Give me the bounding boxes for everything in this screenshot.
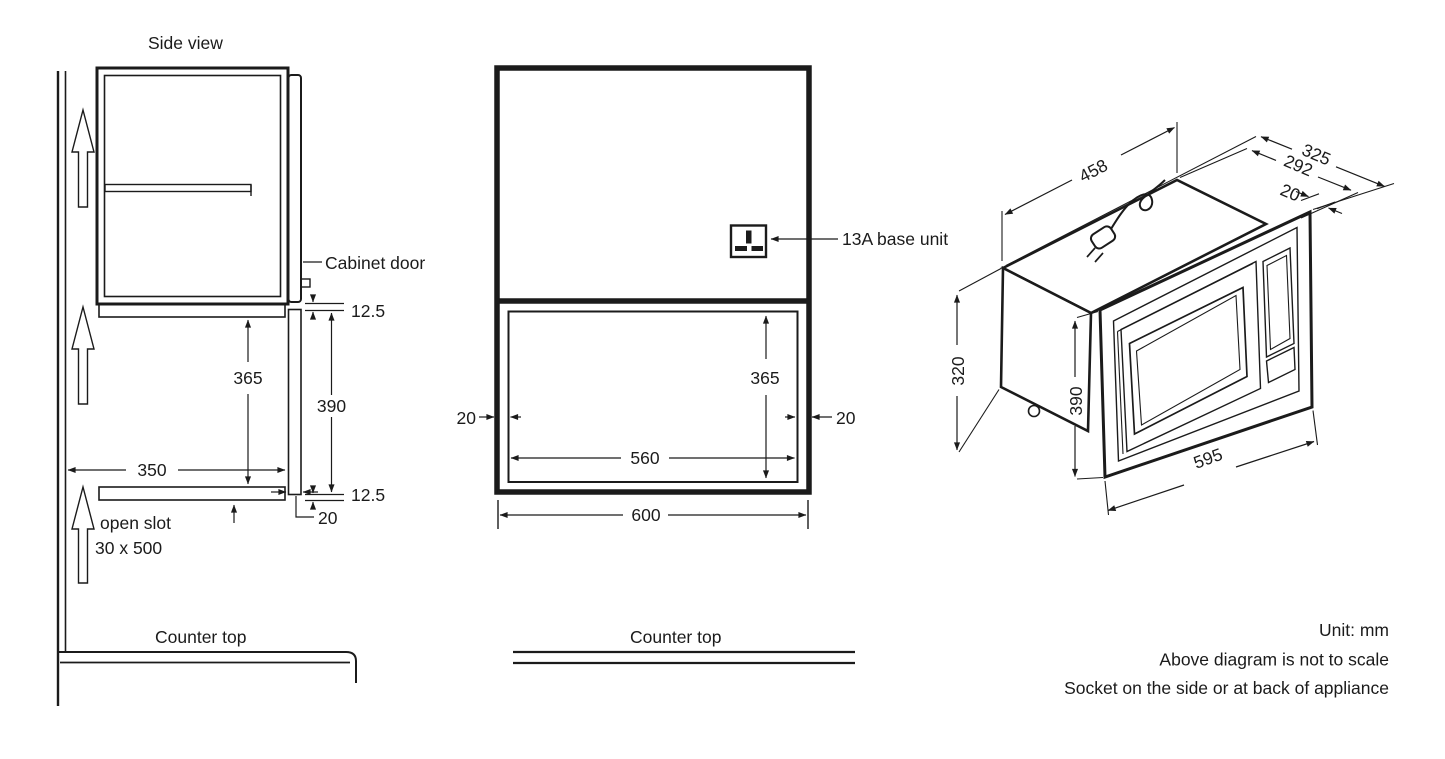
airflow-arrow-icon bbox=[71, 484, 95, 584]
microwave-side-face bbox=[999, 265, 1093, 434]
dim-top-overlap: 12.5 bbox=[351, 301, 385, 321]
dim-front-width: 595 bbox=[1191, 444, 1225, 473]
counter-top-label: Counter top bbox=[155, 627, 246, 647]
dim-line bbox=[1251, 150, 1277, 161]
upper-cabinet-outline bbox=[95, 66, 290, 306]
dim-bottom-overlap: 12.5 bbox=[351, 485, 385, 505]
dim-outer-width: 600 bbox=[631, 505, 660, 525]
ext-line bbox=[958, 268, 1002, 292]
socket-label: 13A base unit bbox=[842, 229, 948, 249]
dim-body-width: 458 bbox=[1076, 155, 1111, 186]
dim-line bbox=[1107, 484, 1185, 512]
airflow-arrow-icon bbox=[71, 107, 95, 208]
socket-icon bbox=[729, 224, 768, 259]
dim-arrow bbox=[1328, 207, 1343, 215]
door-knob bbox=[300, 278, 311, 288]
open-slot-size: 30 x 500 bbox=[95, 538, 162, 558]
dim-line bbox=[1004, 179, 1073, 216]
ext-line bbox=[1312, 410, 1319, 446]
note-scale: Above diagram is not to scale bbox=[1159, 650, 1389, 670]
ext-stub bbox=[1316, 201, 1336, 210]
dim-body-height: 320 bbox=[948, 356, 968, 385]
ext-line bbox=[958, 389, 1000, 453]
dim-arrow bbox=[1295, 190, 1309, 198]
dim-wall-left: 20 bbox=[457, 408, 477, 428]
door-edge bbox=[1117, 263, 1254, 332]
recess-opening bbox=[507, 310, 799, 483]
dim-inner-width: 560 bbox=[630, 448, 659, 468]
dim-line bbox=[1317, 176, 1352, 191]
dim-line bbox=[1335, 166, 1385, 187]
trim-frame-side bbox=[287, 308, 302, 496]
dim-recess-height: 365 bbox=[233, 368, 262, 388]
dim-door-thickness: 20 bbox=[318, 508, 338, 528]
ext-stub bbox=[1300, 193, 1320, 202]
leader-elbow bbox=[295, 496, 314, 518]
counter-top-label: Counter top bbox=[630, 627, 721, 647]
front-view: 13A base unit 20 20 365 560 600 Counter … bbox=[457, 65, 948, 665]
door-window-glass bbox=[1135, 294, 1241, 426]
door-window bbox=[1128, 286, 1248, 436]
iso-view: 458 325 292 20 320 390 bbox=[948, 122, 1395, 516]
open-slot-label: open slot bbox=[100, 513, 171, 533]
dim-line bbox=[1260, 136, 1293, 150]
cabinet-door-label: Cabinet door bbox=[325, 253, 425, 273]
notes: Unit: mm Above diagram is not to scale S… bbox=[1064, 620, 1389, 698]
dim-line bbox=[1235, 440, 1315, 468]
door-edge bbox=[1116, 331, 1124, 455]
cabinet-front-outline bbox=[494, 65, 812, 495]
ext-line bbox=[1076, 476, 1104, 480]
dim-recess-depth: 350 bbox=[137, 460, 166, 480]
ext-line bbox=[1300, 191, 1359, 219]
recess-top-panel bbox=[98, 303, 286, 318]
trim-frame-front bbox=[1098, 209, 1314, 480]
plug-icon bbox=[1089, 225, 1117, 250]
ext-line bbox=[1076, 310, 1099, 319]
cabinet-shelf bbox=[104, 183, 252, 193]
airflow-arrow-icon bbox=[71, 304, 95, 405]
control-panel bbox=[1262, 246, 1296, 384]
plug-pin bbox=[1086, 247, 1096, 258]
side-view: Side view Cabinet door 12.5 365 bbox=[56, 33, 425, 706]
dim-recess-height: 365 bbox=[750, 368, 779, 388]
ext-line bbox=[1179, 147, 1248, 179]
dim-line bbox=[1120, 126, 1175, 156]
dim-wall-right: 20 bbox=[836, 408, 856, 428]
side-view-title: Side view bbox=[148, 33, 223, 53]
cabinet-door bbox=[287, 74, 302, 303]
power-cord bbox=[1110, 179, 1166, 230]
plug-pin bbox=[1094, 252, 1104, 263]
upper-cabinet-inner bbox=[103, 74, 282, 298]
dim-trim-depth: 20 bbox=[1277, 179, 1303, 205]
trim-frame-inner bbox=[1112, 226, 1300, 463]
dim-door-height: 390 bbox=[317, 396, 346, 416]
foot bbox=[1027, 404, 1041, 418]
note-unit: Unit: mm bbox=[1319, 620, 1389, 640]
note-socket: Socket on the side or at back of applian… bbox=[1064, 678, 1389, 698]
dim-front-height: 390 bbox=[1066, 386, 1086, 415]
counter-top-line bbox=[58, 651, 357, 683]
ext-line bbox=[1005, 136, 1257, 266]
recess-bottom-panel bbox=[98, 486, 286, 501]
